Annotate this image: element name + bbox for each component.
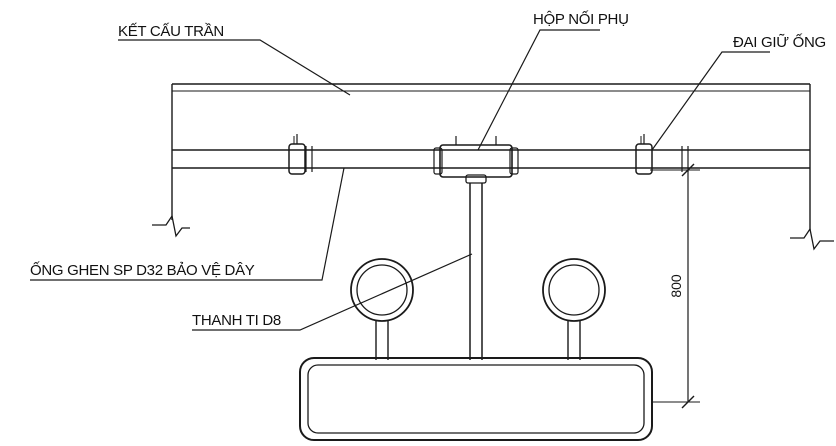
- pipe-clamp-label: ĐAI GIỮ ỐNG: [733, 33, 826, 51]
- threaded-rod-label: THANH TI D8: [192, 312, 281, 329]
- light-fixture-body: [299, 357, 653, 441]
- pipe-clamp-left: [288, 134, 306, 175]
- dimension-label: 800: [668, 274, 684, 298]
- leader-lines: [30, 29, 770, 331]
- threaded-rod: [469, 183, 483, 360]
- junction-box-label: HỘP NỐI PHỤ: [533, 10, 629, 28]
- dimension-800: [650, 163, 700, 409]
- right-break-mark: [790, 227, 834, 251]
- left-break-mark: [152, 214, 190, 238]
- ceiling-structure-label: KẾT CẤU TRẦN: [118, 23, 224, 40]
- ceiling-slab: [171, 83, 811, 230]
- conduit-label: ỐNG GHEN SP D32 BẢO VỆ DÂY: [30, 261, 255, 279]
- pipe-clamp-right: [635, 134, 653, 175]
- conduit-pipe: [172, 146, 810, 172]
- junction-box: [433, 136, 519, 184]
- lamp-ring-left: [350, 258, 414, 360]
- lamp-ring-right: [542, 258, 606, 360]
